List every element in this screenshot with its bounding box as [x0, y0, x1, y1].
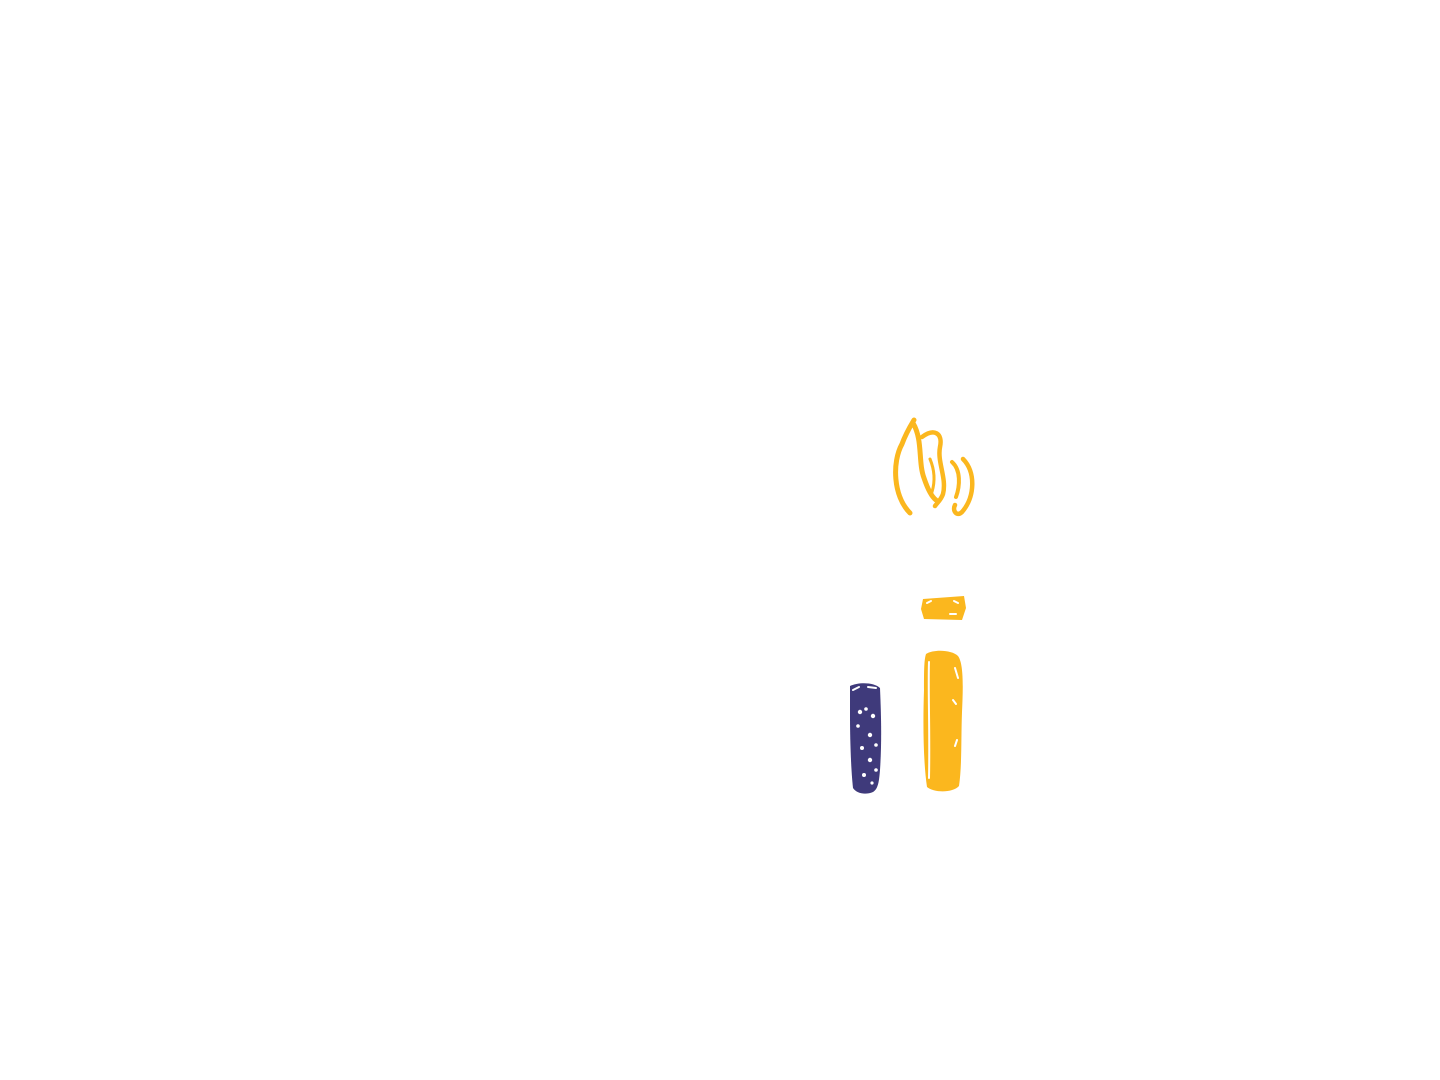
flame-right-tongue — [950, 460, 961, 499]
flame-icon — [893, 417, 975, 517]
handle-shape — [923, 650, 963, 792]
flame-center-tongue — [919, 430, 947, 509]
flame-outer-stroke — [893, 417, 917, 516]
torch-handle — [923, 650, 963, 792]
purple-side-bar — [850, 683, 882, 794]
collar-highlight — [926, 600, 959, 615]
collar-shape — [921, 596, 966, 620]
side-bar-dots — [852, 686, 878, 785]
flame-right-outer — [951, 456, 975, 517]
torch-collar — [921, 596, 966, 620]
side-bar-shape — [850, 683, 882, 794]
flame-left-tongue — [910, 420, 939, 503]
flame-inner-lick — [928, 457, 936, 494]
handle-highlight — [927, 661, 959, 779]
